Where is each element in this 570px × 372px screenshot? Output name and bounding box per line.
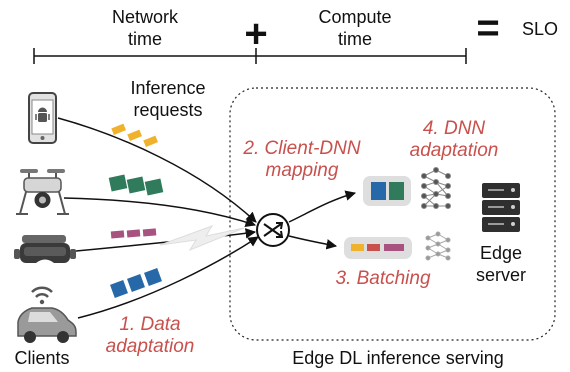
data-adaptation-line: 1. Data [119,314,181,335]
edge-serving-label: Edge DL inference serving [292,348,504,368]
equals-symbol: = [476,6,500,50]
network-label-line: time [127,29,162,49]
compute-time-label: Compute time [300,6,410,50]
inference-requests-label: Inference requests [98,77,238,121]
client-dnn-line: 2. Client-DNN [243,138,361,159]
step-client-dnn-mapping: 2. Client-DNN mapping [222,138,382,182]
arrow-to-batch-box [288,235,338,250]
dnn-adaptation-line: adaptation [409,140,499,161]
data-adaptation-line: adaptation [105,336,195,357]
edge-server-line: server [475,265,526,285]
server-icon [482,183,520,232]
wifi-icon [31,286,53,305]
drone-requests [108,174,164,196]
step-dnn-adaptation: 4. DNN adaptation [384,118,524,162]
android-icon [35,107,50,122]
batch-box [344,237,412,259]
inference-label-line: requests [133,100,203,120]
edge-server-line: Edge [479,243,523,263]
dnn-adaptation-line: 4. DNN [422,118,486,139]
drone-icon [16,169,69,215]
clients-label: Clients [14,348,70,368]
plus-symbol: + [244,12,268,56]
arrow-to-dnn-box [288,190,357,223]
headset-requests [110,228,157,239]
network-label-line: Network [111,7,178,27]
network-time-label: Network time [90,6,200,50]
router-icon [256,213,290,247]
compute-label-line: Compute [318,7,392,27]
inference-label-line: Inference [130,78,206,98]
car-requests [110,268,162,298]
phone-requests [111,123,158,147]
edge-region [229,87,556,341]
compute-label-line: time [337,29,372,49]
car-icon [17,307,77,343]
client-dnn-line: mapping [265,160,339,181]
vr-headset-icon [14,235,76,263]
neural-network-icon [425,231,451,261]
step-batching: 3. Batching [335,268,431,289]
step-data-adaptation: 1. Data adaptation [80,314,220,358]
neural-network-icon [421,167,451,209]
slo-label: SLO [521,19,559,39]
client-dnn-box [363,176,411,206]
edge-server-label: Edge server [466,242,536,286]
timeline-bar [33,48,467,64]
wireless-bolt-icon [159,225,245,252]
